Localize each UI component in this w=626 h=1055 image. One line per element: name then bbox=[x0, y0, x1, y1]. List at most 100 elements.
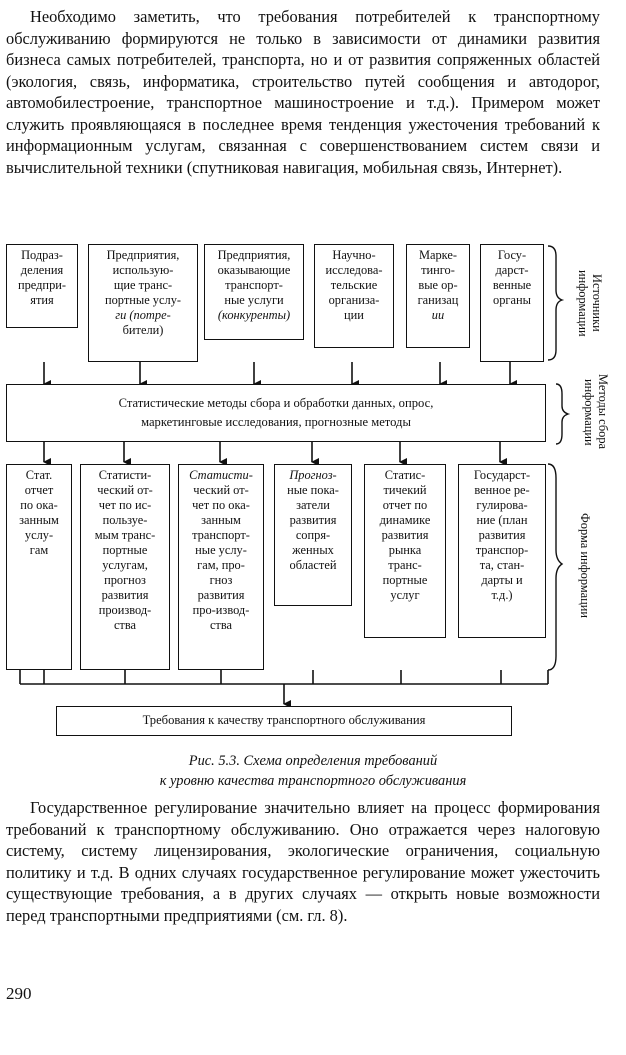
box-line: сопря- bbox=[295, 528, 331, 542]
box-line: пользуе- bbox=[102, 513, 148, 527]
box-line: исследова- bbox=[325, 263, 383, 277]
box-line: бители) bbox=[122, 323, 164, 337]
box-line: ги (потре- bbox=[115, 308, 171, 322]
box-line: гам bbox=[29, 543, 49, 557]
box-line: услугам, bbox=[102, 558, 148, 572]
box-line: (конкуренты) bbox=[217, 308, 291, 322]
caption-line-1: Рис. 5.3. Схема определения требований bbox=[188, 753, 438, 769]
box-line: использую- bbox=[112, 263, 174, 277]
box-line: мым транс- bbox=[94, 528, 156, 542]
box-line: портные bbox=[102, 543, 148, 557]
box-line: чет по ис- bbox=[98, 498, 152, 512]
page-number: 290 bbox=[6, 984, 32, 1003]
box-line: динамике bbox=[379, 513, 431, 527]
box-line: ства bbox=[209, 618, 233, 632]
box-line: услуг bbox=[390, 588, 420, 602]
form-box-state-regulation: Государст- венное ре- гулирова- ние (пла… bbox=[458, 464, 546, 638]
side-label-forms: Форма информации bbox=[578, 512, 592, 618]
box-line: ные услу- bbox=[195, 543, 247, 557]
box-line: вые ор- bbox=[418, 278, 458, 292]
box-line: Госу- bbox=[497, 248, 527, 262]
methods-box: Статистические методы сбора и обработки … bbox=[6, 384, 546, 442]
box-line: Научно- bbox=[332, 248, 376, 262]
side-label-sources: Источники информации bbox=[576, 269, 604, 337]
box-line: по ока- bbox=[20, 498, 58, 512]
box-line: Прогноз- bbox=[289, 468, 337, 482]
box-line: Предприятия, bbox=[106, 248, 180, 262]
box-line: развития bbox=[101, 588, 149, 602]
box-line: деления bbox=[20, 263, 64, 277]
source-box-consumers: Предприятия, использую- щие транс- портн… bbox=[88, 244, 198, 362]
paragraph-regulation: Государственное регулирование значительн… bbox=[6, 798, 600, 925]
box-line: рынка bbox=[388, 543, 422, 557]
form-box-market-dynamics: Статис- тичекий отчет по динамике развит… bbox=[364, 464, 446, 638]
box-line: развития bbox=[289, 513, 337, 527]
form-box-provided-services-report: Статисти- ческий от- чет по ока- занным … bbox=[178, 464, 264, 670]
box-line: женных bbox=[292, 543, 334, 557]
box-line: развития bbox=[478, 528, 526, 542]
box-line: портные услу- bbox=[104, 293, 182, 307]
box-line: тельские bbox=[330, 278, 378, 292]
box-line: областей bbox=[289, 558, 337, 572]
box-line: портные bbox=[382, 573, 428, 587]
box-line: транспорт- bbox=[225, 278, 283, 292]
box-line: предпри- bbox=[17, 278, 67, 292]
box-line: венное ре- bbox=[474, 483, 530, 497]
box-line: ние (план bbox=[476, 513, 528, 527]
box-line: ные пока- bbox=[287, 483, 339, 497]
box-line: услу- bbox=[24, 528, 54, 542]
methods-line: маркетинговые исследования, прогнозные м… bbox=[141, 415, 411, 429]
box-line: ятия bbox=[30, 293, 54, 307]
requirements-box: Требования к качеству транспортного обсл… bbox=[56, 706, 512, 736]
caption-line-2: к уровню качества транспортного обслужив… bbox=[159, 773, 467, 789]
form-box-related-forecast: Прогноз- ные пока- затели развития сопря… bbox=[274, 464, 352, 606]
box-line: гноз bbox=[209, 573, 233, 587]
box-line: тинго- bbox=[421, 263, 455, 277]
paragraph-intro: Необходимо заметить, что требования потр… bbox=[6, 7, 600, 177]
box-line: та, стан- bbox=[479, 558, 525, 572]
diagram-connectors bbox=[19, 245, 571, 708]
box-line: прогноз bbox=[104, 573, 146, 587]
box-line: развития bbox=[381, 528, 429, 542]
box-line: Статисти- bbox=[189, 468, 253, 482]
box-line: отчет по bbox=[382, 498, 428, 512]
box-line: занным bbox=[19, 513, 59, 527]
box-line: дарты и bbox=[481, 573, 523, 587]
box-line: венные bbox=[492, 278, 532, 292]
box-line: Марке- bbox=[418, 248, 458, 262]
box-line: т.д.) bbox=[491, 588, 513, 602]
side-label-methods: Методы сбора информации bbox=[582, 374, 610, 450]
box-line: ции bbox=[344, 308, 364, 322]
box-line: ства bbox=[113, 618, 137, 632]
form-box-used-services-report: Статисти- ческий от- чет по ис- пользуе-… bbox=[80, 464, 170, 670]
figure-caption: Рис. 5.3. Схема определения требований к… bbox=[0, 751, 626, 791]
box-line: чет по ока- bbox=[192, 498, 250, 512]
box-line: оказывающие bbox=[217, 263, 291, 277]
box-line: транспорт- bbox=[192, 528, 250, 542]
box-line: ии bbox=[431, 308, 445, 322]
box-line: отчет bbox=[24, 483, 54, 497]
quality-requirements-diagram: Подраз- деления предпри- ятия Предприяти… bbox=[0, 238, 626, 738]
box-line: транс- bbox=[388, 558, 422, 572]
box-line: затели bbox=[296, 498, 330, 512]
box-line: про-извод- bbox=[192, 603, 250, 617]
box-line: Подраз- bbox=[21, 248, 63, 262]
source-box-marketing: Марке- тинго- вые ор- ганизац ии bbox=[406, 244, 470, 348]
box-line: ческий от- bbox=[193, 483, 249, 497]
box-line: ные услуги bbox=[224, 293, 284, 307]
form-box-services-report: Стат. отчет по ока- занным услу- гам bbox=[6, 464, 72, 670]
box-line: органы bbox=[493, 293, 531, 307]
box-line: развития bbox=[197, 588, 245, 602]
box-line: занным bbox=[201, 513, 241, 527]
box-line: ганизац bbox=[417, 293, 459, 307]
source-box-government: Госу- дарст- венные органы bbox=[480, 244, 544, 362]
box-line: Стат. bbox=[25, 468, 53, 482]
box-line: Статис- bbox=[384, 468, 426, 482]
methods-line: Статистические методы сбора и обработки … bbox=[118, 396, 434, 410]
box-line: щие транс- bbox=[113, 278, 173, 292]
box-line: Статисти- bbox=[98, 468, 152, 482]
box-line: транспор- bbox=[475, 543, 529, 557]
box-line: дарст- bbox=[495, 263, 529, 277]
box-line: ческий от- bbox=[97, 483, 153, 497]
source-box-departments: Подраз- деления предпри- ятия bbox=[6, 244, 78, 328]
